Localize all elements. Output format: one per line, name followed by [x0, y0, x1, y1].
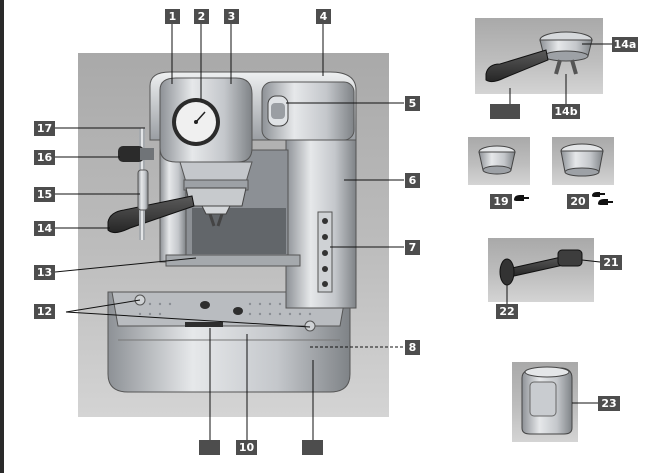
callout-14b: 14b [552, 104, 580, 119]
callout-10: 10 [236, 440, 257, 455]
callout-7: 7 [405, 240, 420, 255]
leader-lines [54, 24, 612, 440]
callout-14c-blank [490, 104, 520, 119]
callout-8: 8 [405, 340, 420, 355]
callout-14a: 14a [612, 37, 638, 52]
callout-6: 6 [405, 173, 420, 188]
callout-9-blank [199, 440, 220, 455]
callout-22: 22 [496, 304, 518, 319]
callout-15: 15 [34, 187, 55, 202]
espresso-machine-illustration [107, 71, 357, 393]
tamper-scoop-illustration [499, 249, 583, 286]
filter-basket-single-illustration [478, 145, 516, 175]
callout-2: 2 [194, 9, 209, 24]
callout-19: 19 [490, 194, 512, 209]
callout-12: 12 [34, 304, 55, 319]
callout-13: 13 [34, 265, 55, 280]
water-filter-illustration [521, 366, 573, 435]
callout-3: 3 [224, 9, 239, 24]
portafilter-detail-illustration [485, 31, 593, 83]
callout-16: 16 [34, 150, 55, 165]
callout-5: 5 [405, 96, 420, 111]
callout-23: 23 [598, 396, 620, 411]
filter-basket-double-illustration [560, 143, 604, 177]
callout-20: 20 [567, 194, 589, 209]
double-scoop-icon [592, 192, 613, 205]
page-edge-bar [0, 0, 4, 473]
callout-14: 14 [34, 221, 55, 236]
callout-11-blank [302, 440, 323, 455]
callout-1: 1 [165, 9, 180, 24]
single-scoop-icon [514, 195, 529, 201]
callout-21: 21 [600, 255, 622, 270]
callout-4: 4 [316, 9, 331, 24]
callout-17: 17 [34, 121, 55, 136]
